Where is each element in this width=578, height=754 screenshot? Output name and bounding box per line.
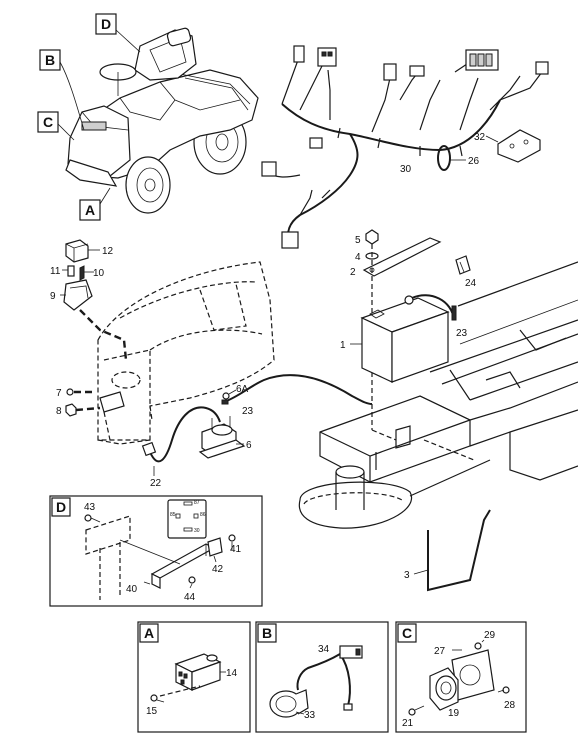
label-27: 27 <box>434 646 446 657</box>
label-32: 32 <box>474 132 486 143</box>
part-3-rod <box>413 509 491 592</box>
part-15-screw <box>150 694 165 703</box>
tractor-illustration <box>65 27 259 214</box>
part-41-screw <box>228 534 236 550</box>
label-2: 2 <box>350 267 356 278</box>
part-9-bracket <box>60 279 93 311</box>
fender-pan <box>97 261 275 445</box>
svg-text:87: 87 <box>194 500 200 506</box>
part-24-terminal-cover <box>455 255 471 275</box>
svg-text:A: A <box>144 625 154 641</box>
svg-text:86: 86 <box>200 512 206 518</box>
part-12-relay <box>65 239 100 263</box>
part-5-nut <box>365 229 379 245</box>
label-22: 22 <box>150 478 162 489</box>
part-10-clip <box>79 265 94 281</box>
label-5: 5 <box>355 235 361 246</box>
callout-b: B <box>39 49 85 131</box>
label-3: 3 <box>404 570 410 581</box>
relay-pin-diagram: 87 85 86 30 <box>167 499 207 539</box>
label-26: 26 <box>468 156 480 167</box>
svg-text:C: C <box>402 625 412 641</box>
part-1-battery <box>350 295 450 383</box>
part-32-bracket <box>485 129 541 163</box>
chassis-frame <box>298 261 578 529</box>
part-6-solenoid <box>198 416 246 459</box>
part-44-nut <box>188 576 196 589</box>
callout-a: A <box>79 187 111 221</box>
part-14-switch <box>159 653 226 697</box>
label-6: 6 <box>246 440 252 451</box>
svg-text:D: D <box>101 16 111 32</box>
label-42: 42 <box>212 564 224 575</box>
detail-b-box: B <box>255 621 389 733</box>
label-40: 40 <box>126 584 138 595</box>
label-12: 12 <box>102 246 114 257</box>
part-22-cable <box>141 406 221 476</box>
part-19-receptacle <box>429 667 459 711</box>
part-28-screw <box>497 686 510 694</box>
part-23-ground-cable <box>411 294 457 321</box>
label-24: 24 <box>465 278 477 289</box>
part-11-fastener <box>62 265 75 277</box>
detail-d-bracket-wall <box>85 515 131 600</box>
callout-c: C <box>37 111 75 141</box>
part-43-screw <box>84 514 101 523</box>
label-9: 9 <box>50 291 56 302</box>
label-28: 28 <box>504 700 516 711</box>
detail-d-box: D <box>49 495 263 607</box>
label-1: 1 <box>340 340 346 351</box>
label-15: 15 <box>146 706 158 717</box>
svg-text:85: 85 <box>170 512 176 518</box>
mounting-plate <box>99 391 125 441</box>
part-7-screw <box>66 388 96 396</box>
label-30: 30 <box>400 164 412 175</box>
label-6a: 6A <box>236 384 249 395</box>
label-29: 29 <box>484 630 496 641</box>
label-23b: 23 <box>242 406 254 417</box>
callout-d: D <box>95 13 141 53</box>
label-34: 34 <box>318 644 330 655</box>
label-23a: 23 <box>456 328 468 339</box>
label-4: 4 <box>355 252 361 263</box>
label-14: 14 <box>226 668 238 679</box>
part-33-headlight <box>269 689 309 718</box>
svg-text:B: B <box>262 625 272 641</box>
svg-text:A: A <box>85 202 95 218</box>
label-7: 7 <box>56 388 62 399</box>
label-44: 44 <box>184 592 196 603</box>
label-19: 19 <box>448 708 460 719</box>
part-26-cable-tie <box>437 145 466 171</box>
part-23-positive-cable <box>221 374 373 405</box>
part-42-relay-socket <box>207 537 223 563</box>
label-41: 41 <box>230 544 242 555</box>
svg-text:C: C <box>43 114 53 130</box>
label-21: 21 <box>402 718 414 729</box>
label-10: 10 <box>93 268 105 279</box>
part-29-nut <box>474 639 485 650</box>
label-8: 8 <box>56 406 62 417</box>
part-21-screw <box>408 705 425 716</box>
svg-text:D: D <box>56 499 66 515</box>
label-43: 43 <box>84 502 96 513</box>
part-6a-nut <box>222 389 237 400</box>
part-34-harness <box>296 645 363 711</box>
part-8-nut <box>65 403 101 417</box>
svg-text:B: B <box>45 52 55 68</box>
label-11: 11 <box>50 266 61 277</box>
wire-harness <box>261 45 549 249</box>
svg-text:30: 30 <box>194 528 200 534</box>
label-33: 33 <box>304 710 316 721</box>
